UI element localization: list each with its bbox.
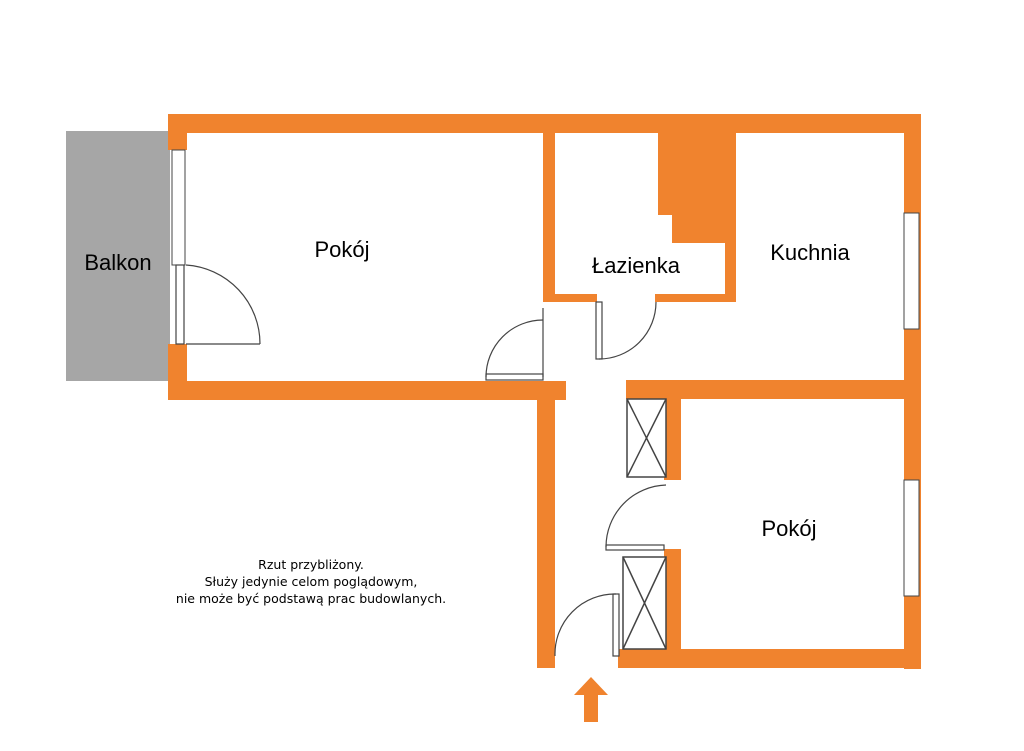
entrance-door [554,593,620,657]
living-room-label: Pokój [314,237,369,262]
bedroom-label: Pokój [761,516,816,541]
note-line-1: Rzut przybliżony. [258,557,364,572]
wardrobes [622,398,667,650]
note-line-3: nie może być podstawą prac budowlanych. [176,591,446,606]
bedroom-window [903,479,920,597]
disclaimer-note: Rzut przybliżony. Służy jedynie celom po… [176,557,446,606]
entrance-arrow-icon [574,677,608,722]
windows [171,149,920,597]
doors [175,264,667,657]
balcony-area [66,131,170,381]
bathroom-door [595,301,657,360]
kitchen-label: Kuchnia [770,240,850,265]
bedroom-door [605,484,667,551]
balcony-window [171,149,186,266]
bathroom-label: Łazienka [592,253,681,278]
balcony-door [175,264,261,345]
balcony-label: Balkon [84,250,151,275]
kitchen-window [903,212,920,330]
living-room-door [485,308,544,381]
note-line-2: Służy jedynie celom poglądowym, [205,574,418,589]
